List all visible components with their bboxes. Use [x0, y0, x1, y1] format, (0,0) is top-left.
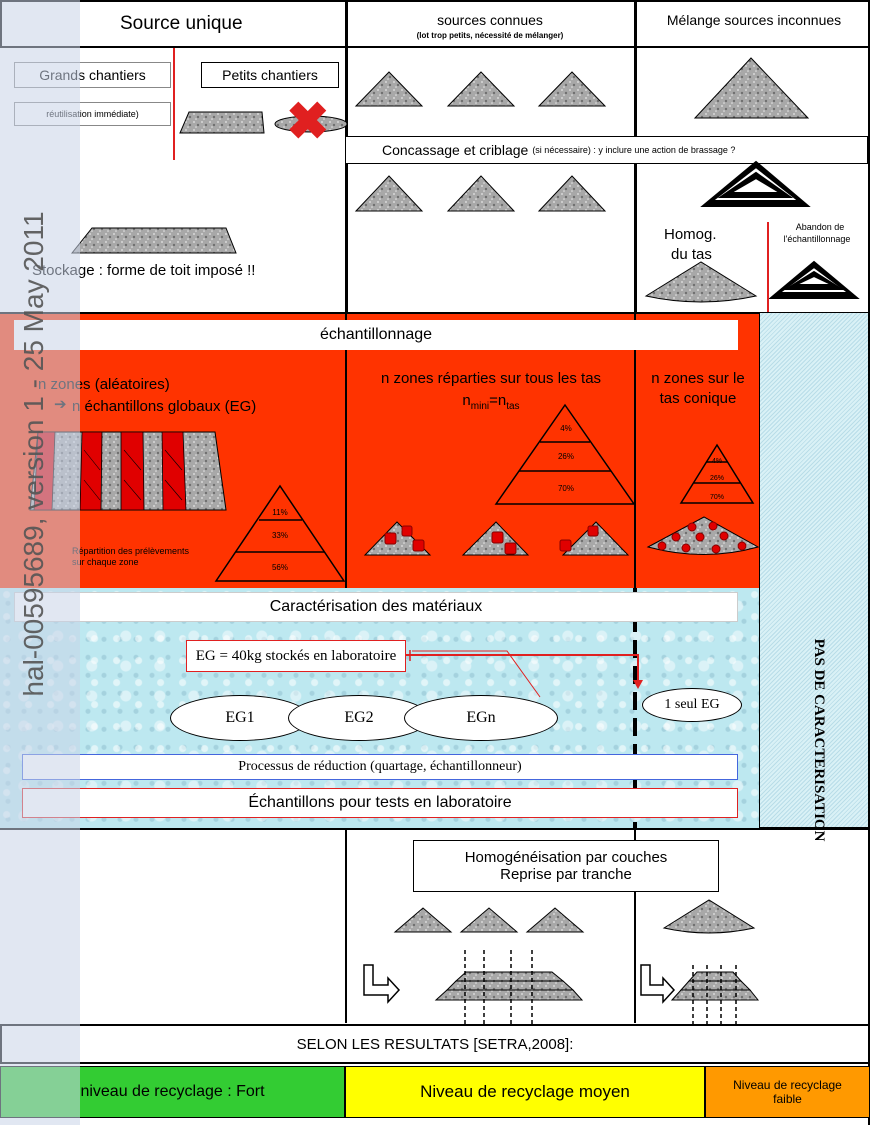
trapezoid-pile-small [179, 111, 265, 134]
homogenisation-line1: Homogénéisation par couches [464, 849, 668, 866]
stockage-label: Stockage : forme de toit imposé !! [32, 262, 256, 279]
pyramid-col2-mid: 26% [557, 452, 574, 461]
ellipse-single-eg: 1 seul EG [642, 688, 742, 722]
homog-cone [644, 261, 758, 303]
ellipse-egn: EGn [404, 695, 558, 741]
concassage-main: Concassage et criblage [382, 142, 529, 158]
pyramid-col2-top: 4% [560, 424, 572, 433]
nmini-n: n [462, 392, 471, 409]
col1-red-divider [173, 48, 175, 160]
trapezoid-pile-stock [70, 227, 237, 254]
sampling-col3-line2: tas conique [659, 390, 737, 407]
homog-label-1: Homog. [664, 226, 717, 243]
pyramid-col3-top: 4% [711, 458, 723, 465]
ntas-n: =n [489, 392, 507, 409]
header-sources-connues: sources connues [437, 12, 543, 28]
dashed-separator [633, 588, 637, 828]
homog-label-2: du tas [671, 246, 712, 263]
sampling-col3-line1: n zones sur le [651, 370, 745, 387]
sampling-col1-line2: n échantillons globaux (EG) [72, 398, 257, 415]
recycling-level-faible: Niveau de recyclage faible [705, 1066, 870, 1118]
pyramid-col1-bottom: 56% [271, 563, 288, 572]
big-conical-pile [693, 57, 810, 119]
layered-pile-top [700, 160, 811, 207]
watermark-text: hal-00595689, version 1 - 25 May 2011 [18, 211, 49, 697]
homogenisation-line2: Reprise par tranche [500, 866, 632, 883]
right-edge [868, 0, 870, 1125]
watermark-bar [0, 0, 80, 1125]
bent-arrow-icon [363, 964, 676, 1004]
pyramid-col3-mid: 26% [709, 475, 724, 482]
caracterisation-title: Caractérisation des matériaux [14, 592, 738, 622]
results-box: SELON LES RESULTATS [SETRA,2008]: [0, 1024, 870, 1064]
header-source-unique: Source unique [120, 13, 243, 34]
pyramid-col3-bottom: 70% [709, 494, 724, 501]
col3-red-divider [767, 222, 769, 312]
header-row [0, 0, 870, 48]
row-separator-2 [0, 828, 870, 830]
pyramid-col1-mid: 33% [271, 531, 288, 540]
col-separator-1-lower [345, 312, 347, 588]
col-separator-1-bottom [345, 828, 347, 1023]
col-separator-2-bottom [634, 828, 636, 1023]
sampling-col2-formula: nmini=ntas [348, 392, 634, 413]
row-separator-1 [0, 312, 759, 314]
eg-storage-box: EG = 40kg stockés en laboratoire [186, 640, 406, 672]
homogenisation-box: Homogénéisation par couches Reprise par … [413, 840, 719, 892]
petits-chantiers-label: Petits chantiers [201, 62, 339, 88]
concassage-box: Concassage et criblage (si nécessaire) :… [345, 136, 868, 164]
header-melange: Mélange sources inconnues [666, 12, 842, 28]
repartition-line1: Répartition des prélèvements [72, 546, 190, 556]
recycling-level-moyen: Niveau de recyclage moyen [345, 1066, 705, 1118]
sampling-col2-line1: n zones réparties sur tous les tas [380, 370, 602, 387]
abandon-label-2: l'échantillonnage [783, 234, 851, 244]
nmini-sub: mini [470, 401, 490, 412]
reduction-box: Processus de réduction (quartage, échant… [22, 754, 738, 780]
pyramid-col2-bottom: 70% [557, 484, 574, 493]
lab-samples-box: Échantillons pour tests en laboratoire [22, 788, 738, 818]
abandon-label-1: Abandon de [795, 222, 845, 232]
flat-pile [274, 115, 348, 133]
concassage-detail: (si nécessaire) : y inclure une action d… [532, 145, 736, 155]
red-cross-icon: ✖ [286, 93, 330, 151]
col-separator-2-lower [634, 312, 636, 588]
ntas-sub: tas [506, 401, 520, 412]
layered-pile-abandon [768, 260, 860, 299]
ellipse-eg1: EG1 [170, 695, 310, 741]
header-sources-connues-subtitle: (lot trop petits, nécessité de mélanger) [416, 31, 564, 40]
repartition-line2: sur chaque zone [72, 557, 139, 567]
pyramid-col1-top: 11% [272, 508, 288, 517]
